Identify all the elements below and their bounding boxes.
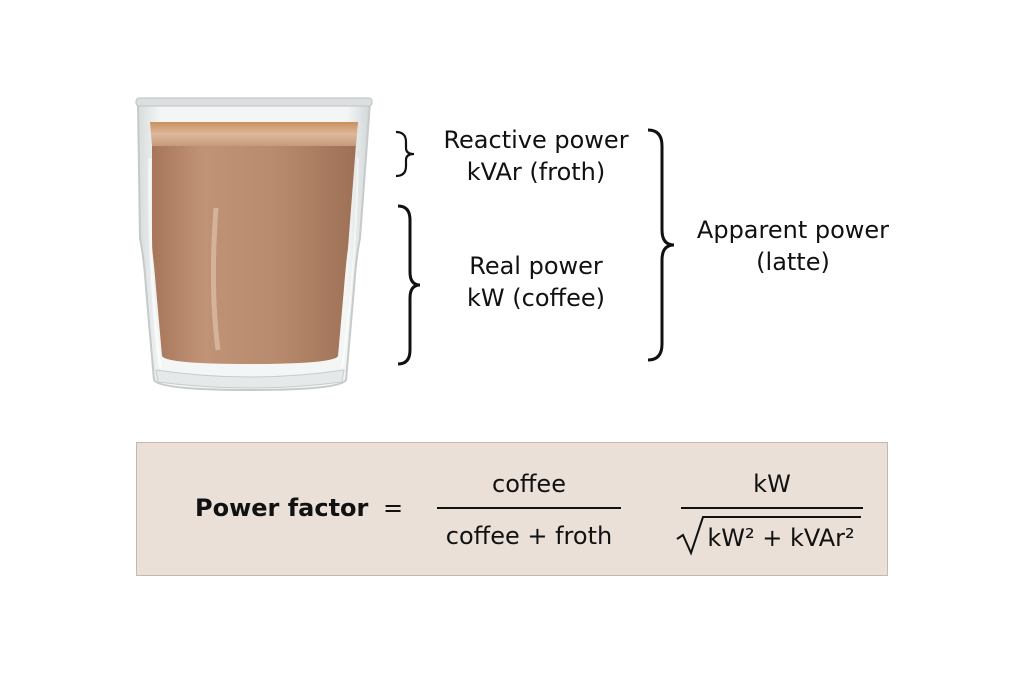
ratio1-denominator: coffee + froth bbox=[445, 522, 613, 550]
froth-layer bbox=[150, 122, 358, 146]
reactive-power-brace bbox=[395, 130, 415, 178]
apparent-power-unit: (latte) bbox=[756, 248, 830, 276]
formula-equals: = bbox=[383, 494, 404, 522]
ratio2-numerator: kW bbox=[753, 470, 791, 498]
real-power-title: Real power bbox=[469, 252, 603, 280]
reactive-power-unit: kVAr (froth) bbox=[466, 158, 606, 186]
formula-lhs: Power factor bbox=[195, 494, 369, 522]
ratio1-fraction-bar bbox=[437, 507, 621, 509]
reactive-power-label: Reactive power kVAr (froth) bbox=[436, 124, 636, 188]
real-power-unit: kW (coffee) bbox=[467, 284, 605, 312]
ratio2-fraction-bar bbox=[681, 507, 863, 509]
apparent-power-title: Apparent power bbox=[696, 216, 890, 244]
power-factor-formula: Power factor = coffee coffee + froth kW … bbox=[136, 442, 888, 576]
latte-glass-illustration bbox=[135, 97, 373, 392]
ratio1-numerator: coffee bbox=[492, 470, 566, 498]
real-power-label: Real power kW (coffee) bbox=[436, 250, 636, 314]
square-root-sign bbox=[676, 516, 861, 556]
apparent-power-label: Apparent power (latte) bbox=[686, 214, 900, 278]
coffee-layer bbox=[152, 144, 356, 364]
apparent-power-brace bbox=[647, 128, 675, 362]
reactive-power-title: Reactive power bbox=[443, 126, 629, 154]
ratio2-denominator: kW² + kVAr² bbox=[707, 524, 855, 552]
real-power-brace bbox=[397, 204, 421, 366]
